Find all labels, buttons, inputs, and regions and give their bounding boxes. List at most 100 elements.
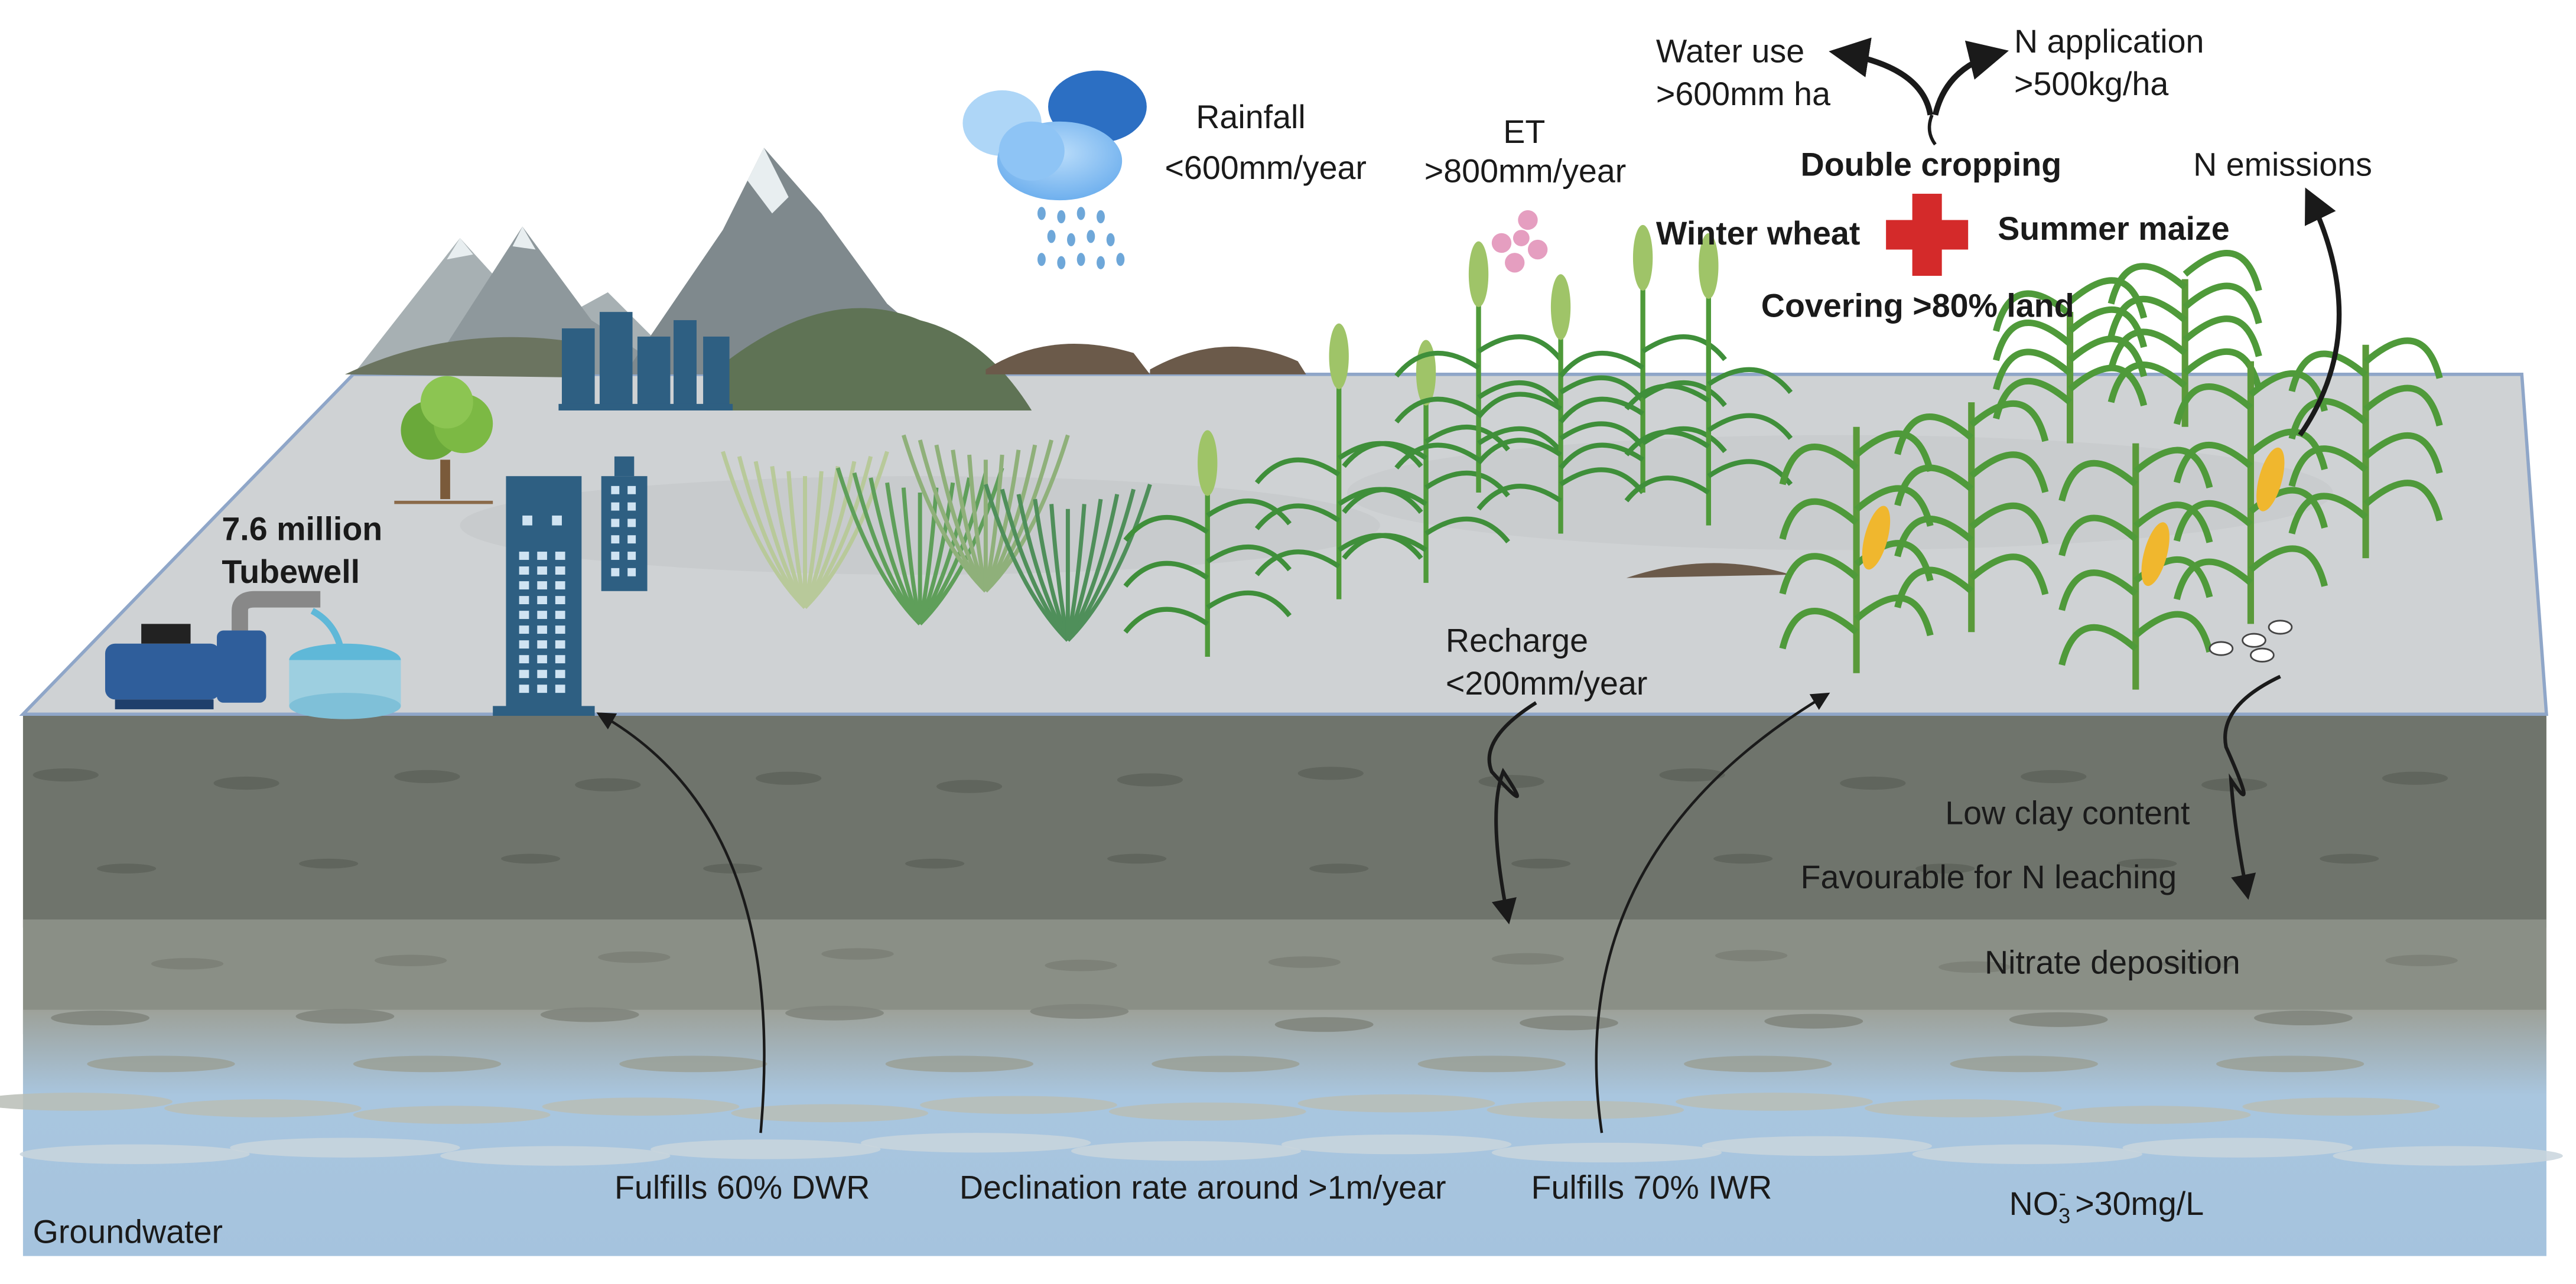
maize-leaf <box>2107 295 2187 338</box>
wheat-leaf <box>1559 467 1645 494</box>
grass-blade <box>984 434 1070 593</box>
grass-blade <box>1066 498 1103 641</box>
maize-leaf <box>1779 608 1859 650</box>
soil-pebble <box>2254 1011 2353 1026</box>
maize-leaf <box>1969 502 2049 545</box>
soil-pebble <box>1487 1100 1684 1119</box>
building-window <box>627 485 636 494</box>
grass-blade <box>951 449 988 592</box>
maize-leaf <box>1993 377 2073 420</box>
wheat-leaf <box>1559 442 1644 470</box>
soil-pebble <box>501 853 561 864</box>
soil-pebble <box>540 1007 639 1022</box>
maize-leaf <box>2288 493 2368 535</box>
maize-cob <box>2141 522 2170 586</box>
groundwater-label: Groundwater <box>33 1213 223 1250</box>
soil-pebble <box>1491 953 1565 965</box>
rain-drop <box>1037 253 1046 266</box>
wheat-leaf <box>1123 514 1209 542</box>
maize-leaf <box>2248 545 2328 587</box>
soil-pebble <box>2009 1012 2108 1027</box>
rain-drop <box>1067 233 1075 246</box>
building-window <box>611 519 620 527</box>
double-cropping-label: Double cropping <box>1801 146 2062 183</box>
building-window <box>555 655 565 664</box>
covering-land-label: Covering >80% land <box>1761 288 2074 324</box>
soil-pebble <box>756 771 822 785</box>
soil-pebble <box>1108 1102 1306 1121</box>
city-buildings-icon <box>558 312 733 410</box>
soil-pebble <box>1309 863 1369 874</box>
declination-rate-label: Declination rate around >1m/year <box>960 1169 1446 1205</box>
soil-pebble <box>1030 1003 1129 1019</box>
maize-leaf <box>1993 348 2073 390</box>
soil-pebble <box>1676 1093 1873 1111</box>
wheat-leaf <box>1624 475 1710 503</box>
soil-pebbles <box>0 767 2563 1166</box>
wheat-leaf <box>1342 487 1427 514</box>
building-window <box>537 611 547 620</box>
wheat-leaf <box>1206 544 1292 572</box>
maize-leaf <box>2363 432 2443 474</box>
maize-leaf <box>1969 553 2049 595</box>
building-window <box>555 670 565 679</box>
no3-value: >30mg/L <box>2066 1185 2204 1222</box>
grass-blade <box>786 471 807 608</box>
wheat-head <box>1632 224 1653 291</box>
et-value: >800mm/year <box>1424 153 1626 190</box>
tree-icon <box>394 376 493 504</box>
soil-pebble <box>1297 767 1364 780</box>
wheat-leaf <box>1424 424 1510 452</box>
maize-leaf <box>2288 350 2368 392</box>
grass-blade <box>1066 484 1152 642</box>
n-emissions-arrow <box>2298 187 2342 437</box>
soil-pebble <box>1659 768 1725 782</box>
building-window <box>555 596 565 605</box>
maize-leaf <box>1779 553 1859 595</box>
wheat-leaf <box>1476 392 1562 419</box>
wheat-leaf <box>1342 533 1427 560</box>
soil-pebble <box>1715 950 1788 962</box>
soil-pebble <box>1864 1099 2062 1117</box>
wheat-leaf <box>1254 457 1341 484</box>
water-use-title: Water use <box>1656 33 1804 70</box>
wheat-leaf <box>1123 560 1209 588</box>
soil-pebble <box>440 1146 671 1166</box>
rain-drop <box>1097 256 1105 269</box>
wheat-leaf <box>1476 438 1562 465</box>
soil-pebble <box>2242 1097 2440 1116</box>
maize-leaf <box>2363 384 2443 426</box>
maize-leaf <box>2183 250 2262 292</box>
building-window <box>555 581 565 589</box>
maize-leaf <box>1894 516 1974 558</box>
tubewell-count: 7.6 million <box>222 511 382 548</box>
soil-pebble <box>861 1133 1091 1153</box>
grass-blade <box>803 471 824 608</box>
building-window <box>611 535 620 544</box>
rain-drop <box>1057 210 1066 224</box>
maize-leaf <box>1969 400 2049 442</box>
building-window <box>555 685 565 693</box>
wheat-leaf <box>1394 396 1480 424</box>
soil-pebble <box>1912 1144 2142 1164</box>
no3-subscript: 3 <box>2058 1204 2070 1228</box>
wheat-leaf <box>1254 503 1341 530</box>
soil-pebble <box>1045 959 1117 972</box>
building-window <box>555 611 565 620</box>
fulfills-iwr-label: Fulfills 70% IWR <box>1531 1169 1772 1205</box>
soil-pebble <box>650 1139 881 1159</box>
soil-pebble <box>1840 776 1906 790</box>
n-emissions-label: N emissions <box>2193 146 2372 183</box>
soil-pebble <box>542 1097 740 1116</box>
wheat-leaf <box>1254 549 1341 576</box>
soil-pebble <box>1117 773 1183 787</box>
soil-pebble <box>1764 1013 1863 1029</box>
soil-pebble <box>1950 1055 2098 1073</box>
wheat-leaf <box>1641 334 1727 361</box>
soil-pebble <box>905 858 965 869</box>
rain-drop <box>1087 230 1095 243</box>
wheat-leaf <box>1123 607 1209 634</box>
soil-pebble <box>1915 863 1975 874</box>
